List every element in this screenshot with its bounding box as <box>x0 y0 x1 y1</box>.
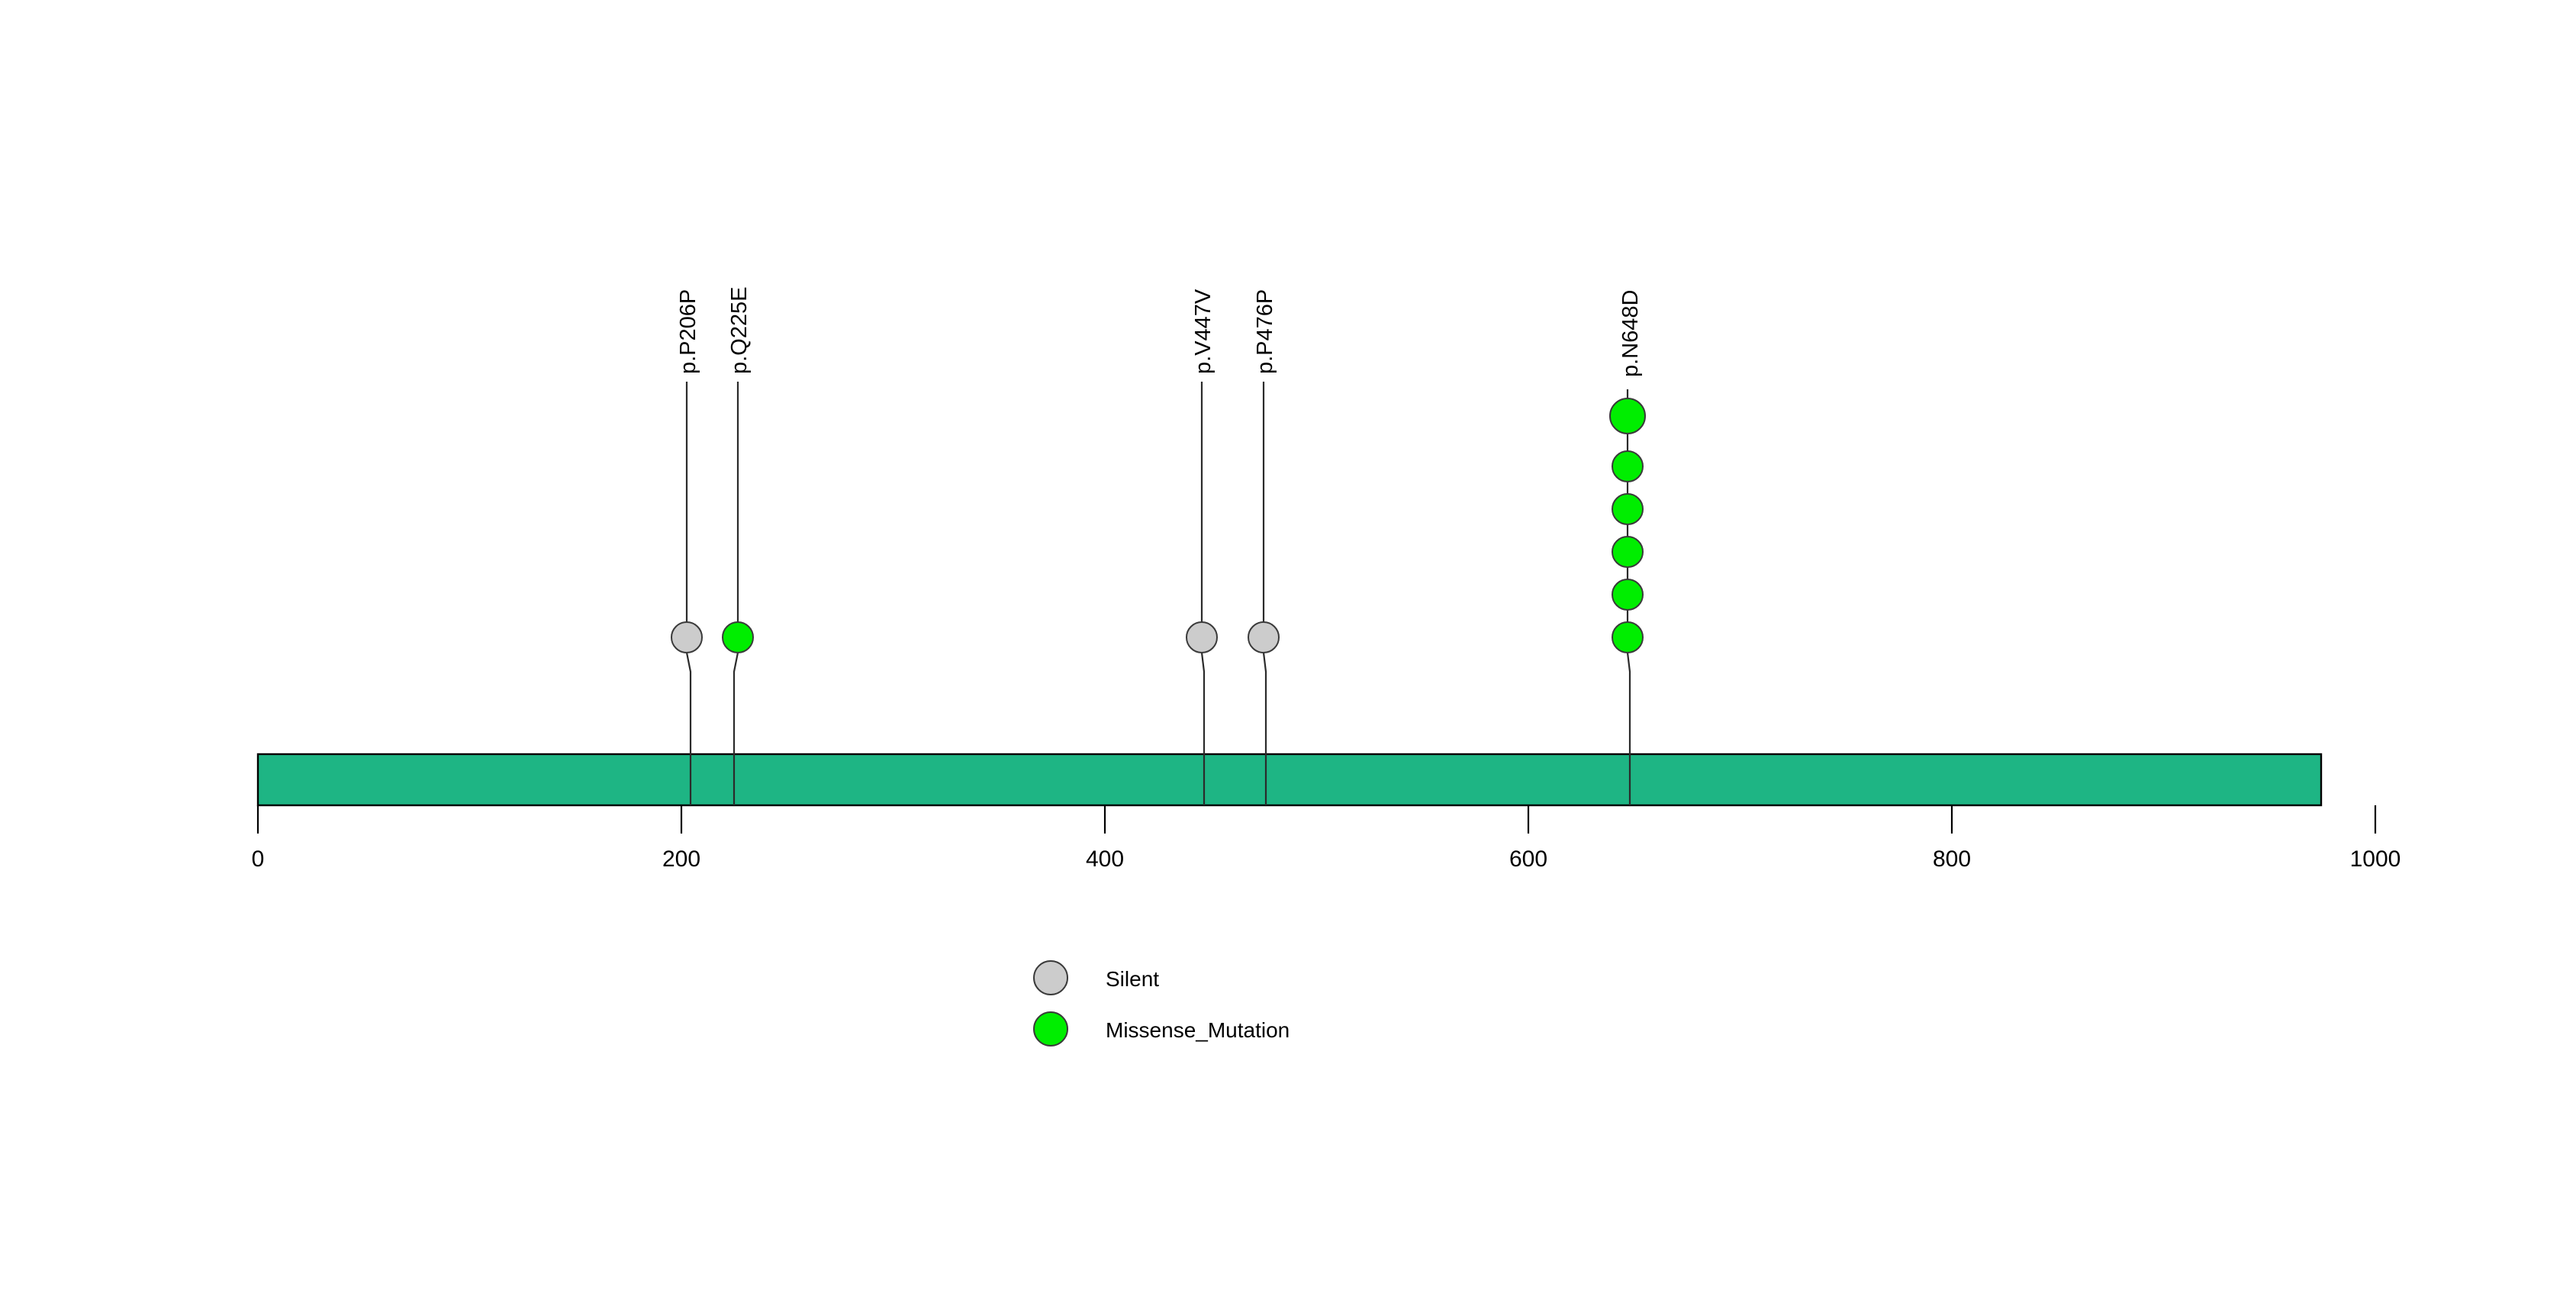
axis-tick-label-400: 400 <box>1086 847 1124 872</box>
axis-tick-label-600: 600 <box>1509 847 1547 872</box>
lollipop-marker[interactable] <box>1612 579 1644 611</box>
lollipop-p-P476P[interactable]: p.P476P <box>1248 289 1280 805</box>
axis-ticks <box>256 805 2377 834</box>
lollipop-stem <box>1262 382 1267 805</box>
lollipop-p-N648D[interactable]: p.N648D <box>1609 290 1646 805</box>
lollipop-marker[interactable] <box>1612 450 1644 482</box>
lollipop-p-V447V[interactable]: p.V447V <box>1186 289 1218 805</box>
lollipop-marker[interactable] <box>1186 621 1218 653</box>
lollipop-marker[interactable] <box>1612 493 1644 525</box>
lollipop-marker[interactable] <box>1609 398 1646 434</box>
legend-swatch-missense-mutation <box>1033 1011 1068 1047</box>
lollipop-stem <box>733 382 739 805</box>
protein-domain-bar <box>256 753 2323 807</box>
lollipop-marker[interactable] <box>671 621 703 653</box>
lollipop-label: p.V447V <box>1191 289 1216 374</box>
lollipop-p-Q225E[interactable]: p.Q225E <box>722 287 754 805</box>
lollipop-marker[interactable] <box>722 621 754 653</box>
legend-swatch-silent <box>1033 960 1068 995</box>
axis-tick-label-800: 800 <box>1933 847 1971 872</box>
lollipop-p-P206P[interactable]: p.P206P <box>671 289 703 805</box>
legend-item-missense-mutation[interactable]: Missense_Mutation <box>1033 1011 1290 1047</box>
lollipop-label: p.N648D <box>1618 290 1643 377</box>
lollipop-label: p.Q225E <box>727 287 752 374</box>
lollipop-marker[interactable] <box>1248 621 1280 653</box>
legend-label-missense-mutation: Missense_Mutation <box>1106 1018 1290 1042</box>
legend-item-silent[interactable]: Silent <box>1033 960 1159 995</box>
legend: Silent Missense_Mutation <box>1033 960 1290 1047</box>
lollipop-label: p.P206P <box>676 289 700 374</box>
lollipop-label: p.P476P <box>1253 289 1277 374</box>
lollipop-stem <box>685 382 692 805</box>
axis-tick-label-200: 200 <box>662 847 700 872</box>
lollipop-marker[interactable] <box>1612 621 1644 653</box>
axis-tick-labels: 0 200 400 600 800 1000 <box>252 847 2401 872</box>
axis-tick-label-1000: 1000 <box>2350 847 2401 872</box>
legend-label-silent: Silent <box>1106 967 1159 991</box>
lollipop-stem <box>1200 382 1206 805</box>
axis-tick-label-0: 0 <box>252 847 265 872</box>
lollipop-marker[interactable] <box>1612 536 1644 568</box>
